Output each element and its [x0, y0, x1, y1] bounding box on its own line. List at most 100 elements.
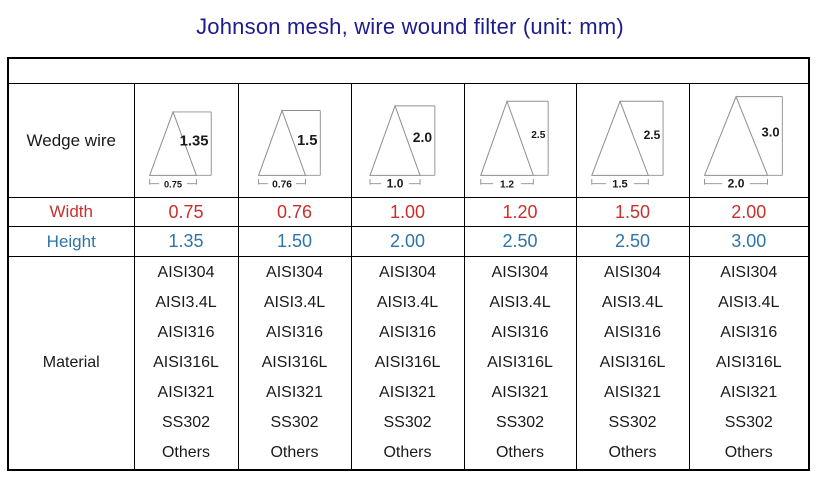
height-value-6: 3.00 — [688, 226, 810, 257]
material-item: AISI321 — [491, 384, 549, 401]
wedge-wire-triangle-diagram: 3.0 2.0 — [703, 95, 783, 190]
material-item: AISI316L — [261, 354, 328, 371]
material-item: SS302 — [270, 414, 319, 431]
height-dimension-label: 2.5 — [531, 130, 545, 141]
material-item: AISI316 — [379, 324, 436, 341]
empty-cell — [7, 57, 810, 84]
material-item: AISI3.4L — [376, 294, 439, 311]
material-item: AISI316 — [157, 324, 215, 341]
wedge-wire-profile-shape — [703, 95, 769, 176]
width-value-2: 0.76 — [237, 197, 352, 227]
wedge-diagram-cell-6: 3.0 2.0 — [688, 83, 810, 198]
wedge-wire-triangle-diagram: 1.5 0.76 — [257, 109, 321, 190]
material-item: AISI3.4L — [601, 294, 664, 311]
height-dimension-label: 3.0 — [761, 125, 779, 140]
wedge-wire-triangle-diagram: 2.5 1.2 — [480, 99, 549, 190]
width-value-1: 0.75 — [133, 197, 239, 227]
width-value-5: 1.50 — [575, 197, 690, 227]
wedge-wire-profile-shape — [368, 104, 421, 176]
wedge-wire-profile-shape — [480, 99, 535, 176]
height-dimension-label: 1.5 — [296, 133, 317, 149]
material-item: AISI3.4L — [155, 294, 217, 311]
material-item: AISI316L — [487, 354, 553, 371]
height-value-5: 2.50 — [575, 226, 690, 257]
material-item: Others — [724, 444, 773, 461]
empty-row — [7, 57, 810, 84]
width-value-4: 1.20 — [463, 197, 577, 227]
material-item: Others — [383, 444, 432, 461]
material-item: AISI304 — [379, 264, 436, 281]
material-item: SS302 — [383, 414, 432, 431]
wedge-diagram-cell-4: 2.5 1.2 — [463, 83, 577, 198]
width-dimension-label: 0.76 — [272, 179, 292, 190]
width-dimension-label: 1.2 — [500, 179, 514, 190]
row-label-width: Width — [7, 197, 135, 227]
wedge-wire-profile-shape — [257, 109, 306, 176]
height-value-2: 1.50 — [237, 226, 352, 257]
width-dimension-label: 2.0 — [727, 176, 744, 190]
height-dimension-line — [281, 110, 321, 176]
height-dimension-label: 2.0 — [412, 129, 432, 145]
row-label-height: Height — [7, 226, 135, 257]
height-dimension-line — [394, 105, 435, 176]
material-item: AISI304 — [604, 264, 661, 281]
row-label-wedge-wire: Wedge wire — [7, 83, 135, 198]
material-item: AISI316L — [599, 354, 666, 371]
material-item: AISI321 — [379, 384, 436, 401]
height-dimension-line — [507, 100, 549, 176]
wedge-diagram-cell-2: 1.5 0.76 — [237, 83, 352, 198]
material-item: Others — [608, 444, 657, 461]
material-item: AISI316L — [374, 354, 441, 371]
material-item: AISI321 — [604, 384, 661, 401]
height-dimension-line — [735, 96, 783, 176]
material-item: AISI316 — [720, 324, 778, 341]
material-item: AISI316 — [491, 324, 549, 341]
width-value-6: 2.00 — [688, 197, 810, 227]
material-item: AISI316 — [604, 324, 661, 341]
wedge-wire-triangle-diagram: 2.0 1.0 — [368, 104, 435, 190]
material-item: Others — [161, 444, 210, 461]
material-item: AISI3.4L — [263, 294, 326, 311]
material-item: AISI316L — [715, 354, 782, 371]
wedge-diagram-cell-3: 2.0 1.0 — [350, 83, 465, 198]
material-item: Others — [270, 444, 319, 461]
height-value-1: 1.35 — [133, 226, 239, 257]
width-dimension-label: 1.0 — [386, 176, 403, 190]
material-item: SS302 — [495, 414, 545, 431]
height-value-4: 2.50 — [463, 226, 577, 257]
height-dimension-label: 2.5 — [643, 128, 660, 142]
material-item: AISI316L — [153, 354, 219, 371]
material-item: AISI304 — [157, 264, 215, 281]
height-dimension-line — [619, 100, 664, 176]
wedge-wire-profile-shape — [148, 110, 198, 176]
height-dimension-label: 1.35 — [180, 134, 209, 150]
wedge-diagram-cell-1: 1.35 0.75 — [133, 83, 239, 198]
material-item: AISI3.4L — [489, 294, 551, 311]
width-dimension-label: 0.75 — [164, 179, 182, 189]
width-value-3: 1.00 — [350, 197, 465, 227]
material-item: AISI304 — [491, 264, 549, 281]
wedge-wire-triangle-diagram: 1.35 0.75 — [148, 110, 212, 189]
material-item: AISI321 — [720, 384, 778, 401]
height-dimension-line — [173, 111, 212, 176]
page-title: Johnson mesh, wire wound filter (unit: m… — [196, 14, 624, 39]
material-item: AISI316 — [266, 324, 323, 341]
material-item: AISI321 — [157, 384, 215, 401]
wedge-wire-triangle-diagram: 2.51.5 — [590, 99, 664, 190]
material-item: AISI321 — [266, 384, 323, 401]
height-value-3: 2.00 — [350, 226, 465, 257]
